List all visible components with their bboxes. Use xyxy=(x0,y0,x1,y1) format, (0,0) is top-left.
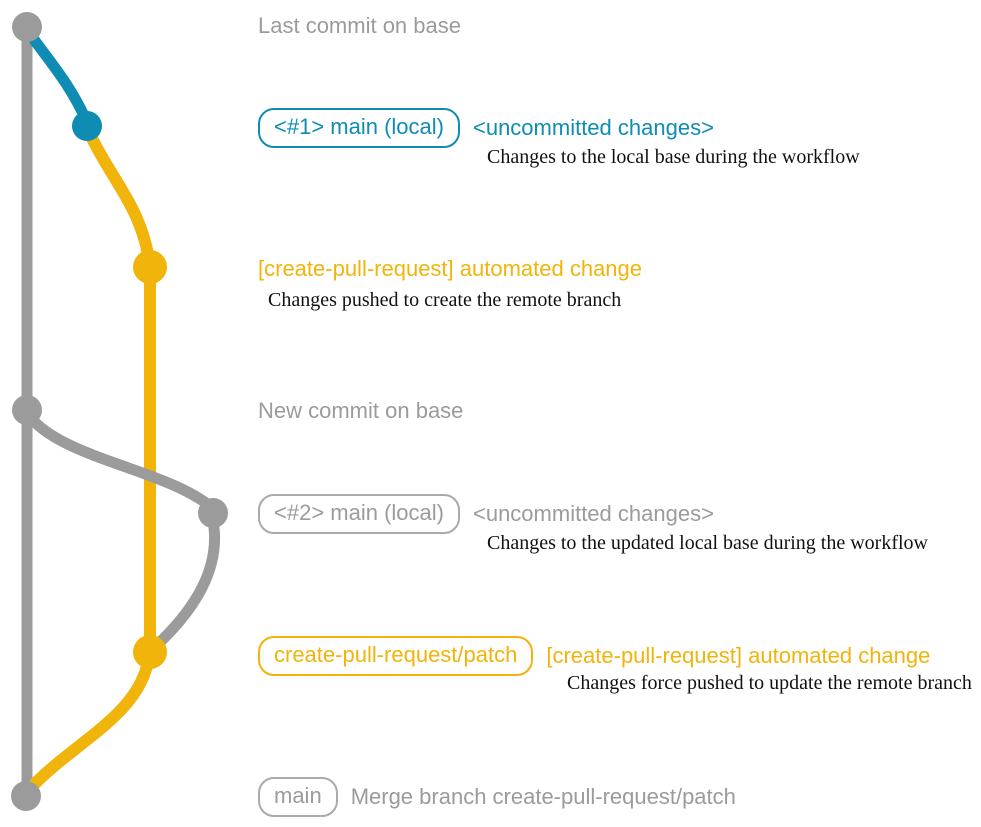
commit-note-pushed-create-branch: Changes pushed to create the remote bran… xyxy=(268,289,622,311)
commit-message-merge-branch: Merge branch create-pull-request/patch xyxy=(350,784,736,809)
branch-badge-main-local-1: <#1> main (local) xyxy=(258,108,460,148)
commit-dot-patch-1 xyxy=(133,250,167,284)
commit-message-automated-change-2: [create-pull-request] automated change xyxy=(546,643,931,668)
commit-note-force-pushed-update-branch: Changes force pushed to update the remot… xyxy=(567,672,972,694)
commit-row-main-local-1: <#1> main (local) <uncommitted changes> xyxy=(258,108,714,148)
commit-row-merge-main: main Merge branch create-pull-request/pa… xyxy=(258,777,736,817)
commit-dot-base-top xyxy=(12,12,42,42)
patch-branch-line xyxy=(82,124,156,658)
commit-dot-main-local-1 xyxy=(72,111,102,141)
commit-dot-merge xyxy=(11,781,41,811)
commit-note-local-base-changes: Changes to the local base during the wor… xyxy=(487,146,860,168)
branch-badge-patch: create-pull-request/patch xyxy=(258,636,534,676)
commit-dot-main-local-2 xyxy=(198,498,228,528)
commit-message-uncommitted-1: <uncommitted changes> xyxy=(472,115,714,140)
base-to-main-local-2-curve xyxy=(21,407,216,512)
patch-merge-curve xyxy=(22,650,155,797)
main-local-branch-curve xyxy=(21,24,92,126)
commit-row-main-local-2: <#2> main (local) <uncommitted changes> xyxy=(258,494,714,534)
commit-dot-patch-2 xyxy=(133,635,167,669)
commit-message-automated-change-1: [create-pull-request] automated change xyxy=(258,256,643,281)
annotation-new-commit-on-base: New commit on base xyxy=(258,398,464,423)
annotation-last-commit-on-base: Last commit on base xyxy=(258,13,461,38)
commit-message-uncommitted-2: <uncommitted changes> xyxy=(472,501,714,526)
branch-badge-main-local-2: <#2> main (local) xyxy=(258,494,460,534)
commit-dot-base-new xyxy=(12,395,42,425)
branch-badge-main: main xyxy=(258,777,338,817)
commit-graph xyxy=(11,12,228,811)
commit-note-updated-local-base-changes: Changes to the updated local base during… xyxy=(487,532,928,554)
commit-row-patch-branch: create-pull-request/patch [create-pull-r… xyxy=(258,636,930,676)
main-local-2-to-patch-curve xyxy=(150,510,221,652)
